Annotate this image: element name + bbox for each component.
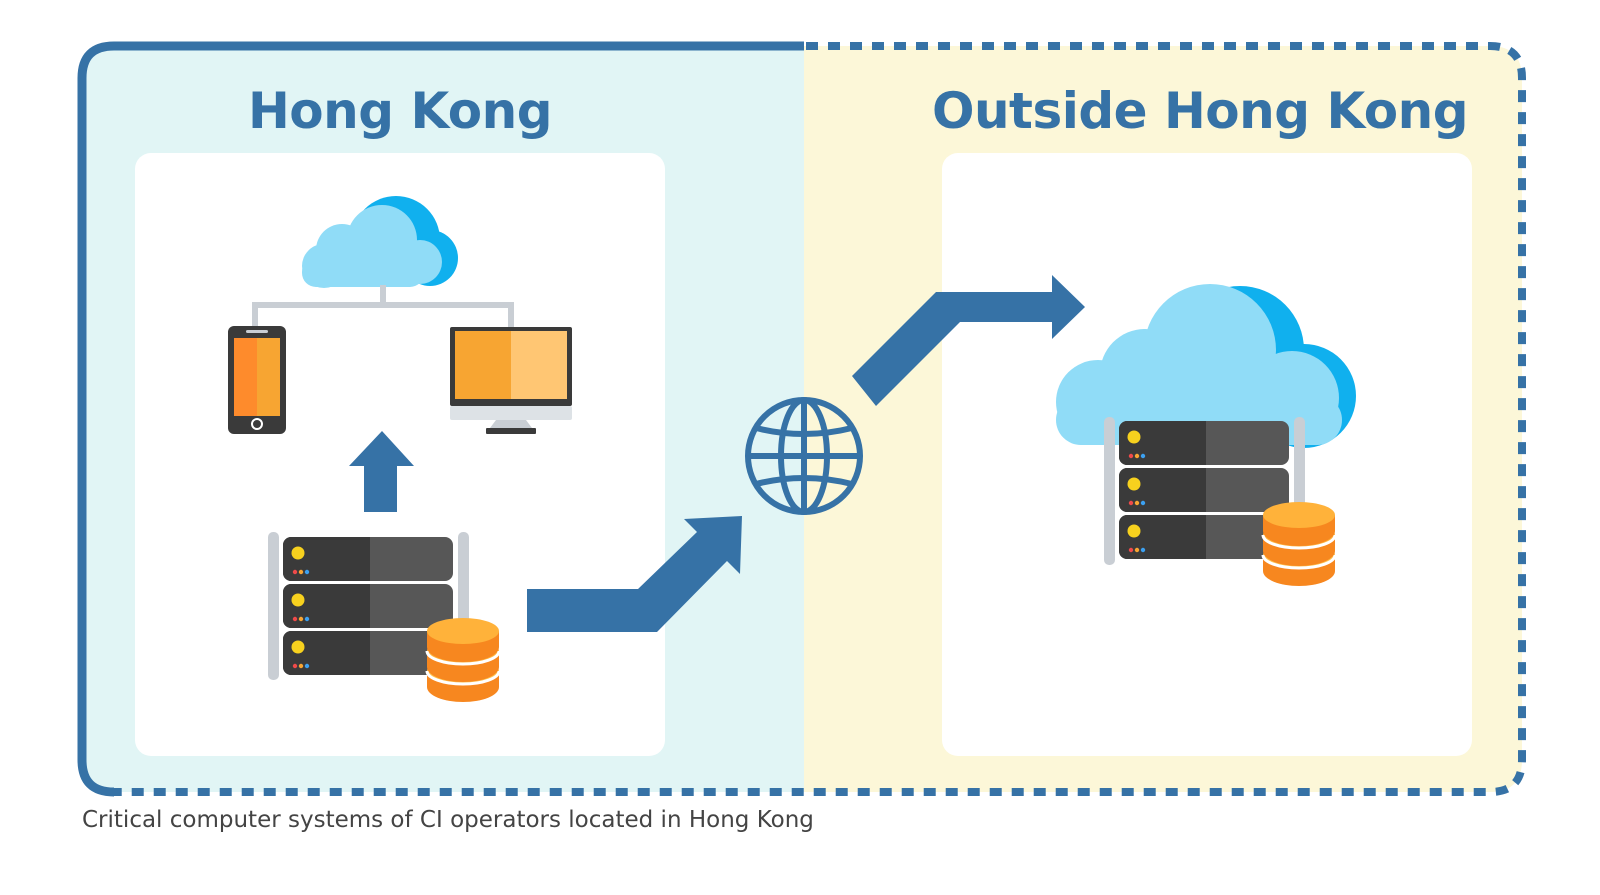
server-unit: [283, 537, 453, 581]
outside-dashed-border: [114, 42, 1526, 796]
outbound-arrow-icon: [527, 516, 742, 632]
caption: Critical computer systems of CI operator…: [82, 807, 814, 833]
upload-arrow-icon: [349, 431, 414, 512]
offshore-arrow-icon: [852, 275, 1085, 406]
server-rack-icon: [1104, 417, 1305, 565]
server-unit: [283, 584, 453, 628]
database-stack-icon: [1261, 502, 1337, 586]
outside-hong-kong-title: Outside Hong Kong: [931, 82, 1469, 140]
hong-kong-solid-border: [77, 41, 804, 797]
hong-kong-title: Hong Kong: [247, 82, 553, 140]
network-connector: [252, 285, 514, 330]
cloud-icon: [302, 196, 458, 288]
server-unit: [1119, 515, 1289, 559]
smartphone-icon: [228, 326, 286, 434]
database-stack-icon: [425, 618, 501, 702]
server-unit: [1119, 421, 1289, 465]
server-unit: [1119, 468, 1289, 512]
desktop-monitor-icon: [450, 327, 572, 434]
cloud-server-group: [1056, 284, 1356, 586]
server-unit: [283, 631, 453, 675]
globe-icon: [745, 397, 863, 515]
cloud-icon: [1056, 284, 1356, 448]
